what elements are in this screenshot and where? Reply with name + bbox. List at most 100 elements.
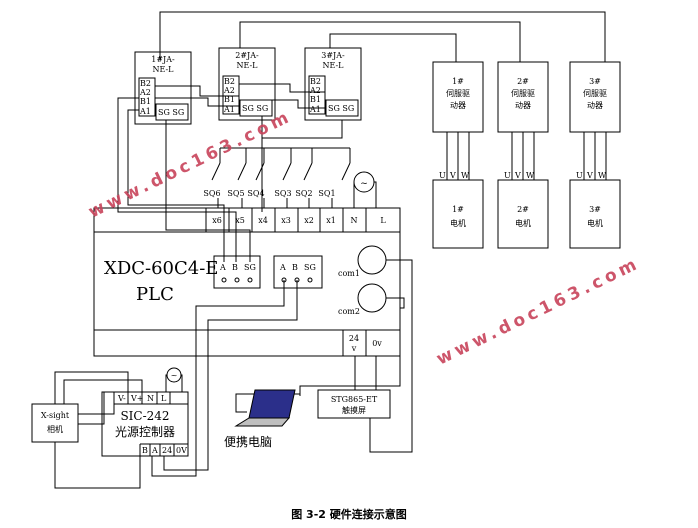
- plc-port-2: [273, 255, 323, 289]
- servo-amp-2-label-2: NE-L: [236, 61, 258, 70]
- light-bottom-a: A: [151, 446, 158, 455]
- touch-screen-box: [317, 389, 391, 419]
- driver-3-label-3: 动器: [587, 100, 603, 110]
- amp3-pin-a1: A1: [309, 105, 321, 114]
- m2-v: V: [514, 171, 521, 180]
- plc-terminal-x3: x3: [281, 216, 291, 225]
- m1-v: V: [449, 171, 456, 180]
- m1-w: W: [461, 171, 470, 180]
- m3-u: U: [576, 171, 583, 180]
- amp2-pin-b1: B1: [224, 95, 235, 104]
- laptop-screen: [248, 389, 296, 419]
- plc-model: XDC-60C4-E: [104, 258, 218, 279]
- amp1-pin-a2: A2: [139, 88, 151, 97]
- amp2-pin-a1: A1: [223, 105, 235, 114]
- switch-sq4: SQ4: [247, 189, 264, 198]
- amp2-sg: SG SG: [242, 104, 268, 113]
- light-term-vminus: V-: [117, 394, 126, 403]
- amp3-sg: SG SG: [328, 104, 354, 113]
- driver-3-label-2: 伺服驱: [583, 88, 607, 98]
- light-term-vplus: V+: [130, 394, 143, 403]
- switch-sq6: SQ6: [203, 189, 220, 198]
- watermark-2: www.doc163.com: [433, 253, 643, 369]
- motor-3-box: [569, 179, 621, 249]
- com2-port: [357, 283, 387, 313]
- driver-2-label-3: 动器: [515, 100, 531, 110]
- figure-caption: 图 3-2 硬件连接示意图: [291, 508, 407, 521]
- laptop-keyboard: [234, 417, 291, 427]
- com1-label: com1: [338, 269, 360, 278]
- switch-sq5: SQ5: [227, 189, 244, 198]
- driver-1-label-2: 伺服驱: [446, 88, 470, 98]
- light-term-n: N: [147, 394, 154, 403]
- switch-sq2: SQ2: [295, 189, 312, 198]
- amp3-pin-a2: A2: [309, 86, 321, 95]
- port2-a: A: [279, 263, 286, 272]
- com2-label: com2: [338, 307, 360, 316]
- port2-b: B: [292, 263, 298, 272]
- servo-amp-1-label: 1#JA-: [151, 55, 175, 64]
- plc-type: PLC: [136, 284, 174, 305]
- driver-2-label: 2#: [517, 77, 529, 86]
- port2-sg: SG: [304, 263, 316, 272]
- light-bottom-24: 24: [162, 446, 172, 455]
- driver-1-label-3: 动器: [450, 100, 466, 110]
- light-term-l: L: [161, 394, 167, 403]
- servo-amp-3-box: [304, 47, 362, 121]
- m1-u: U: [439, 171, 446, 180]
- wire-amp3-driver1: [329, 33, 457, 62]
- servo-amp-2-label: 2#JA-: [235, 51, 259, 60]
- switch-sq3: SQ3: [274, 189, 291, 198]
- com1-port: [357, 245, 387, 275]
- amp2-pin-a2: A2: [223, 86, 235, 95]
- plc-body: [93, 207, 401, 357]
- m2-u: U: [504, 171, 511, 180]
- light-bottom-b: B: [142, 446, 148, 455]
- servo-amp-3-label: 3#JA-: [321, 51, 345, 60]
- amp3-pin-b1: B1: [310, 95, 321, 104]
- motor-3-label: 3#: [589, 205, 601, 214]
- laptop-label: 便携电脑: [224, 434, 272, 449]
- servo-amp-1-box: [134, 51, 192, 125]
- motor-3-label-2: 电机: [587, 218, 603, 228]
- driver-2-label-2: 伺服驱: [511, 88, 535, 98]
- motor-2-label: 2#: [517, 205, 529, 214]
- plc-terminal-n: N: [351, 216, 358, 225]
- camera-box: [31, 403, 79, 443]
- m3-w: W: [598, 171, 607, 180]
- driver-3-label: 3#: [589, 77, 601, 86]
- plc-terminal-x2: x2: [304, 216, 314, 225]
- servo-amp-1-label-2: NE-L: [152, 65, 174, 74]
- camera-label-2: 相机: [47, 424, 63, 434]
- wire-amp1-driver3: [159, 11, 606, 62]
- amp1-pin-b2: B2: [140, 79, 151, 88]
- plc-terminal-x6: x6: [212, 216, 222, 225]
- amp1-pin-b1: B1: [140, 97, 151, 106]
- plc-24v-label-2: v: [351, 344, 357, 353]
- m2-w: W: [526, 171, 535, 180]
- plc-terminal-x4: x4: [258, 216, 268, 225]
- switch-sq1: SQ1: [318, 189, 335, 198]
- camera-label: X-sight: [41, 411, 70, 420]
- servo-amp-3-label-2: NE-L: [322, 61, 344, 70]
- ac-symbol-small: ~: [171, 371, 178, 380]
- amp1-sg: SG SG: [158, 108, 184, 117]
- plc-terminal-l: L: [380, 216, 386, 225]
- touch-screen-model: STG865-ET: [331, 395, 378, 404]
- motor-1-label: 1#: [452, 205, 464, 214]
- amp3-pin-b2: B2: [310, 77, 321, 86]
- plc-terminal-x1: x1: [326, 216, 336, 225]
- light-controller-desc: 光源控制器: [115, 425, 175, 439]
- port1-b: B: [232, 263, 238, 272]
- driver-1-label: 1#: [452, 77, 464, 86]
- light-bottom-0v: 0V: [176, 446, 187, 455]
- touch-screen-label: 触摸屏: [342, 405, 366, 415]
- motor-1-box: [432, 179, 484, 249]
- wire-amp2-driver2: [239, 21, 521, 62]
- plc-port-1: [213, 255, 261, 289]
- amp2-pin-b2: B2: [224, 77, 235, 86]
- light-controller-name: SIC-242: [120, 409, 169, 423]
- m3-v: V: [586, 171, 593, 180]
- amp1-pin-a1: A1: [139, 107, 151, 116]
